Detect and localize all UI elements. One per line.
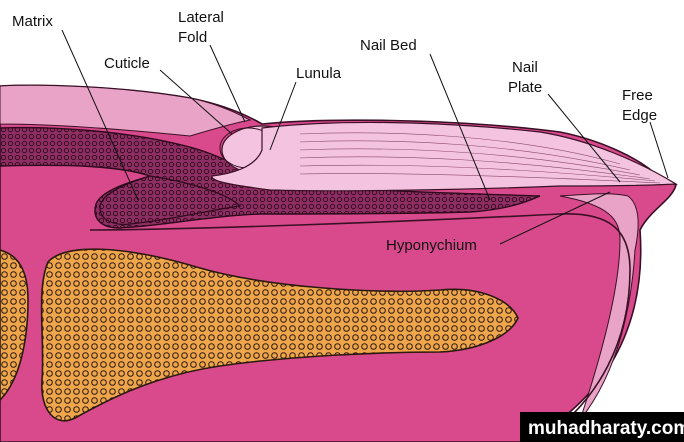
free-edge-leader: [649, 121, 669, 179]
dermis-outline: [89, 213, 631, 442]
matrix: [99, 175, 242, 225]
label-nail-plate-line2: Plate: [508, 79, 542, 96]
lateral-fold: [0, 84, 252, 137]
label-nail-plate-line1: Nail: [512, 59, 538, 76]
label-lateral-fold-line1: Lateral: [178, 9, 224, 26]
label-lunula: Lunula: [296, 65, 342, 82]
hyponychium: [559, 193, 639, 421]
label-nail-bed: Nail Bed: [360, 37, 417, 54]
label-hyponychium: Hyponychium: [386, 237, 477, 254]
nail-plate-lines: [299, 132, 661, 184]
watermark-bg: [520, 412, 684, 442]
label-cuticle: Cuticle: [104, 55, 150, 72]
middle-phalanx: [0, 249, 29, 402]
nail-bed-leader: [429, 53, 491, 201]
lunula-leader: [269, 81, 297, 151]
distal-phalanx: [40, 248, 519, 422]
nail-plate-leader: [547, 93, 621, 183]
lateral-fold-leader: [209, 44, 246, 123]
watermark: muhadharaty.com: [528, 418, 684, 439]
label-matrix: Matrix: [12, 13, 53, 30]
label-free-edge-line2: Edge: [622, 107, 657, 124]
label-free-edge-line1: Free: [622, 87, 653, 104]
cuticle-leader: [159, 69, 233, 135]
matrix-leader: [61, 29, 139, 201]
hyponychium-leader: [499, 191, 611, 245]
label-lateral-fold-line2: Fold: [178, 29, 207, 46]
